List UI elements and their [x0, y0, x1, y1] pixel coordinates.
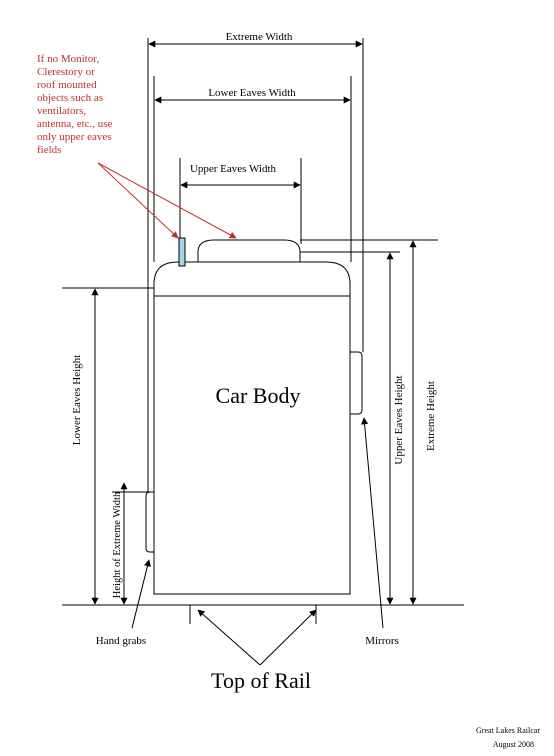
roof-objects-note: If no Monitor, Clerestory or roof mounte… — [37, 53, 115, 156]
note-line: objects such as — [37, 92, 103, 104]
credit-name: Great Lakes Railcar — [476, 726, 540, 735]
monitor-roof — [197, 239, 301, 262]
top-of-rail-leader-left — [197, 609, 261, 666]
hand-grabs-label: Hand grabs — [96, 635, 146, 647]
lower-eaves-width-label: Lower Eaves Width — [208, 87, 296, 99]
hand-grabs-leader — [131, 559, 151, 629]
note-line: ventilators, — [37, 105, 86, 117]
top-of-rail-label: Top of Rail — [211, 668, 311, 693]
note-line: antenna, etc., use — [37, 118, 113, 130]
note-line: only upper eaves — [37, 131, 112, 143]
height-of-extreme-width-label: Height of Extreme Width — [112, 491, 123, 598]
note-leader-vent — [97, 162, 179, 239]
car-body-label: Car Body — [216, 383, 301, 408]
mirror-shape — [350, 351, 363, 415]
upper-eaves-height-label: Upper Eaves Height — [393, 375, 405, 464]
mirrors-label: Mirrors — [365, 635, 399, 647]
note-line: fields — [37, 144, 61, 156]
note-line: roof mounted — [37, 79, 97, 91]
upper-eaves-width-label: Upper Eaves Width — [190, 163, 277, 175]
extreme-height-label: Extreme Height — [425, 381, 437, 451]
extreme-width-label: Extreme Width — [226, 31, 293, 43]
note-line: Clerestory or — [37, 66, 95, 78]
credit-date: August 2008 — [493, 740, 534, 749]
roof-vent — [178, 237, 186, 267]
lower-eaves-height-label: Lower Eaves Height — [71, 355, 83, 445]
hand-grab-shape — [145, 491, 154, 553]
note-leader-roof — [97, 162, 237, 239]
car-body — [153, 295, 351, 595]
mirrors-leader — [361, 417, 384, 629]
top-of-rail-leader-right — [259, 609, 317, 666]
lower-roof — [153, 261, 351, 296]
note-line: If no Monitor, — [37, 53, 99, 65]
